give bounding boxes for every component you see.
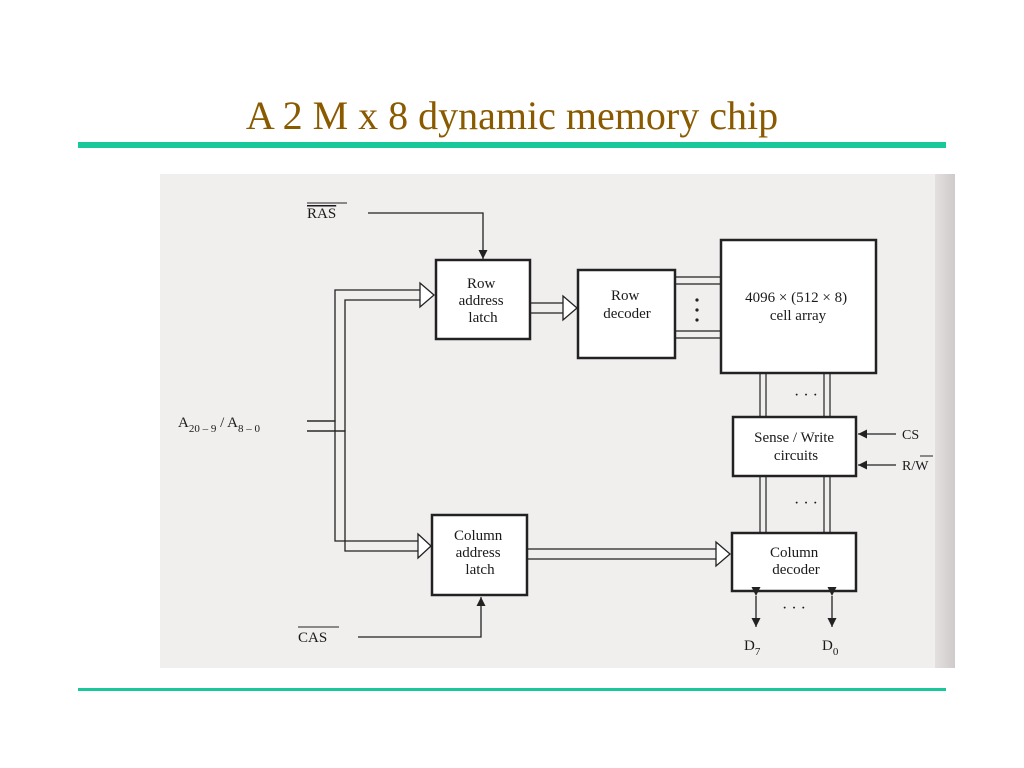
data-lines-ellipsis: · · · xyxy=(782,600,806,617)
sense-write-block xyxy=(731,415,858,478)
page-edge-shadow xyxy=(935,174,955,668)
row-decoder-label: Row decoder xyxy=(603,288,650,322)
ras-label: RAS xyxy=(307,206,336,222)
address-bus xyxy=(307,289,420,552)
sense-write-label: Sense / Write circuits xyxy=(754,430,838,464)
column-decoder-label: Column decoder xyxy=(770,545,822,578)
bit-lines-lower-ellipsis: · · · xyxy=(794,495,818,512)
latch-to-column-decoder-bus xyxy=(527,548,716,560)
word-lines-vertical-dots xyxy=(695,298,699,322)
cas-line xyxy=(358,597,486,638)
data-lines xyxy=(751,586,837,627)
column-address-latch-block xyxy=(430,513,529,597)
row-address-latch-block xyxy=(434,258,532,341)
address-label: A20 – 9 / A8 – 0 xyxy=(178,415,261,435)
latch-to-row-decoder-bus xyxy=(530,302,563,314)
column-decoder-input-arrow xyxy=(715,540,731,568)
slide-title: A 2 M x 8 dynamic memory chip xyxy=(245,93,779,138)
column-address-latch-label: Column address latch xyxy=(454,528,506,578)
row-address-latch-label: Row address latch xyxy=(459,276,508,326)
ras-line xyxy=(368,212,488,259)
row-decoder-block xyxy=(576,268,677,360)
word-lines xyxy=(675,276,721,339)
address-bus-arrow-row xyxy=(419,281,435,309)
cell-array-label: 4096 × (512 × 8) cell array xyxy=(745,290,851,324)
bit-lines-lower xyxy=(759,476,831,533)
bit-lines-upper-ellipsis: · · · xyxy=(794,387,818,404)
cell-array-block xyxy=(719,238,878,375)
top-divider xyxy=(78,142,946,148)
cs-label: CS xyxy=(902,428,919,443)
d0-label: D0 xyxy=(822,638,839,658)
column-decoder-block xyxy=(730,531,858,593)
cas-label: CAS xyxy=(298,630,327,646)
d7-label: D7 xyxy=(744,638,761,658)
address-bus-arrow-column xyxy=(417,532,432,560)
bit-lines-upper xyxy=(759,373,831,417)
rw-label: R/W xyxy=(902,459,929,474)
bottom-divider xyxy=(78,688,946,691)
row-decoder-input-arrow xyxy=(562,294,578,322)
